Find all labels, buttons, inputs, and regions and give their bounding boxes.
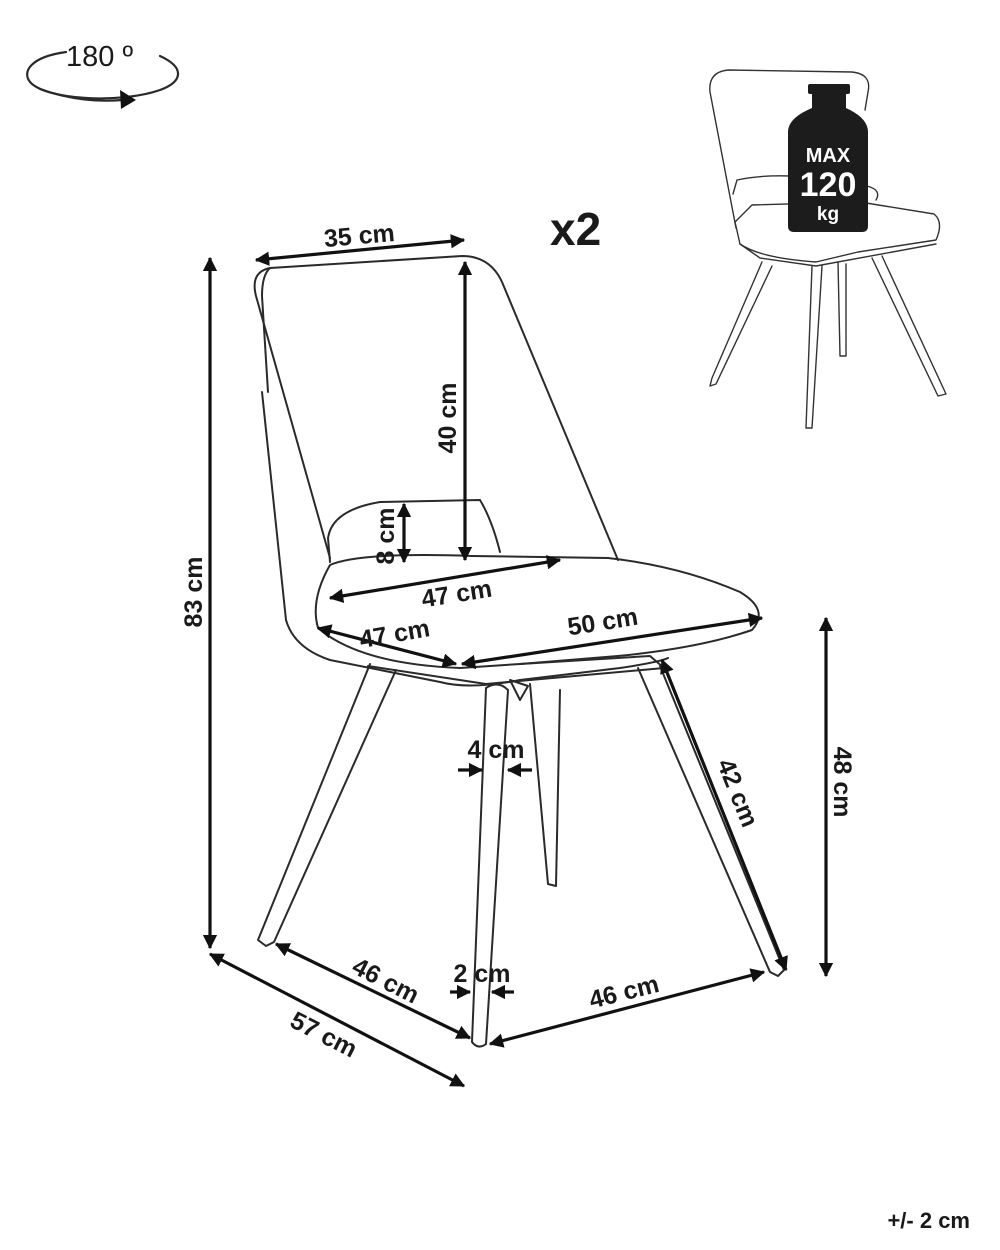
- back-width-label: 35 cm: [323, 219, 396, 253]
- footprint-left-label: 46 cm: [348, 952, 424, 1009]
- seat-depth-label: 47 cm: [357, 614, 432, 654]
- leg-top-label: 4 cm: [468, 736, 525, 764]
- rotation-label: 180 º: [66, 41, 133, 73]
- rotate-arrow-icon: [26, 50, 180, 109]
- tolerance-label: +/- 2 cm: [887, 1208, 970, 1233]
- backrest-gap-label: 8 cm: [372, 508, 400, 565]
- seat-width-label: 50 cm: [566, 603, 640, 642]
- weight-bottle-icon: MAX 120 kg: [788, 84, 868, 232]
- leg-bottom-label: 2 cm: [454, 960, 511, 988]
- max-load-value: 120: [800, 166, 857, 204]
- back-height-label: 40 cm: [434, 383, 462, 454]
- chair-drawing: [253, 255, 785, 1048]
- max-load-unit: kg: [817, 204, 839, 225]
- leg-length-label: 42 cm: [711, 755, 764, 831]
- quantity-label: x2: [550, 203, 601, 255]
- seat-height-label: 48 cm: [828, 747, 856, 818]
- small-chair-illustration: [709, 69, 947, 429]
- overall-depth-label: 57 cm: [286, 1006, 362, 1063]
- max-label: MAX: [806, 145, 851, 167]
- dimension-lines: [202, 234, 834, 1088]
- total-height-label: 83 cm: [180, 557, 208, 628]
